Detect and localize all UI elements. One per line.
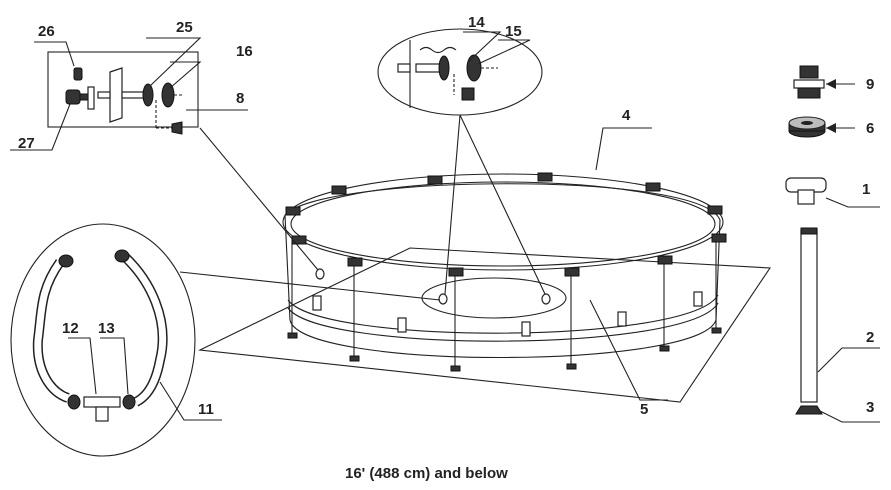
filter-connector-callout — [47, 51, 199, 135]
label-leaders — [10, 31, 668, 421]
label-13: 13 — [98, 320, 115, 337]
ground-cloth — [198, 247, 771, 403]
inlet-strainer-callout — [377, 28, 543, 116]
hose-callout — [10, 223, 196, 457]
inlet-left — [315, 268, 325, 280]
label-26: 26 — [38, 23, 55, 40]
label-9: 9 — [866, 76, 874, 93]
label-6: 6 — [866, 120, 874, 137]
part-6-seal — [788, 116, 826, 138]
label-3: 3 — [866, 399, 874, 416]
right-leaders — [817, 79, 880, 423]
part-27-hose-adapter — [65, 86, 95, 110]
part-26-plug — [73, 67, 83, 81]
diagram-caption: 16' (488 cm) and below — [345, 465, 508, 482]
label-15: 15 — [505, 23, 522, 40]
legs — [291, 238, 717, 368]
label-12: 12 — [62, 320, 79, 337]
part-25-washer — [142, 83, 154, 107]
part-15-nut — [466, 54, 482, 82]
part-3-leg-cap — [795, 405, 823, 415]
label-8: 8 — [236, 90, 244, 107]
label-5: 5 — [640, 401, 648, 418]
leader-lines — [179, 114, 546, 301]
waist-belt — [287, 294, 719, 334]
part-8-plug — [171, 121, 183, 135]
top-rail-outer — [282, 173, 724, 271]
pool — [282, 172, 727, 372]
label-25: 25 — [176, 19, 193, 36]
label-14: 14 — [468, 14, 485, 31]
label-2: 2 — [866, 329, 874, 346]
label-11: 11 — [198, 401, 214, 418]
label-16: 16 — [236, 43, 253, 60]
label-4: 4 — [622, 107, 631, 124]
label-27: 27 — [18, 135, 35, 152]
t-connectors — [285, 172, 727, 277]
part-1-t-joint — [785, 177, 827, 205]
part-9-valve — [793, 65, 825, 99]
label-1: 1 — [862, 181, 870, 198]
part-2-leg — [800, 227, 818, 403]
top-rail-inner — [290, 181, 716, 267]
part-12-clamp — [67, 394, 81, 410]
part-13-clamp — [122, 394, 136, 410]
part-14-washer — [438, 55, 450, 81]
